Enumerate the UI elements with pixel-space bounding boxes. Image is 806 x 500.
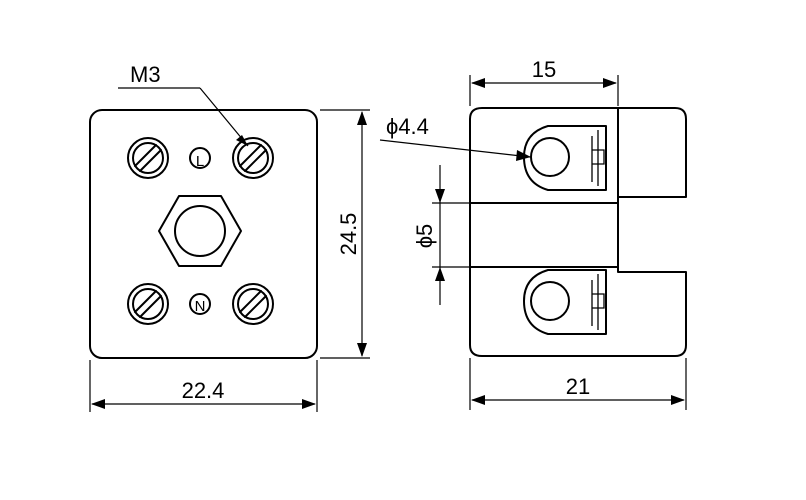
top-width-dimension (469, 75, 619, 106)
front-view: L N M3 22.4 (89, 62, 370, 412)
height-dimension (320, 109, 370, 359)
side-body-outline (469, 107, 687, 357)
svg-text:L: L (196, 153, 204, 170)
screw-top-right (232, 137, 274, 179)
top-width-label: 15 (532, 57, 556, 82)
front-body-outline (89, 109, 318, 359)
overall-width-label: 21 (566, 374, 590, 399)
width-dimension (89, 360, 318, 412)
hole-diameter-label: ϕ4.4 (386, 114, 429, 139)
height-label: 24.5 (336, 213, 361, 256)
screw-bottom-left (127, 283, 169, 325)
hex-nut (158, 195, 242, 267)
terminal-mark-bottom: N (189, 293, 211, 315)
screw-size-label: M3 (130, 62, 161, 87)
screw-top-left (127, 137, 169, 179)
width-label: 22.4 (182, 378, 225, 403)
clamp-bottom (523, 269, 607, 335)
bore-dimension (432, 165, 470, 305)
clamp-top (523, 125, 607, 191)
side-view: ϕ4.4 ϕ5 15 21 (379, 57, 687, 410)
bore-diameter-label: ϕ5 (412, 224, 437, 249)
terminal-mark-top: L (189, 147, 211, 170)
screw-bottom-right (232, 283, 274, 325)
overall-width-dimension (469, 358, 687, 410)
m3-leader (118, 87, 249, 147)
svg-text:N: N (195, 298, 206, 315)
hole-leader (379, 139, 531, 161)
